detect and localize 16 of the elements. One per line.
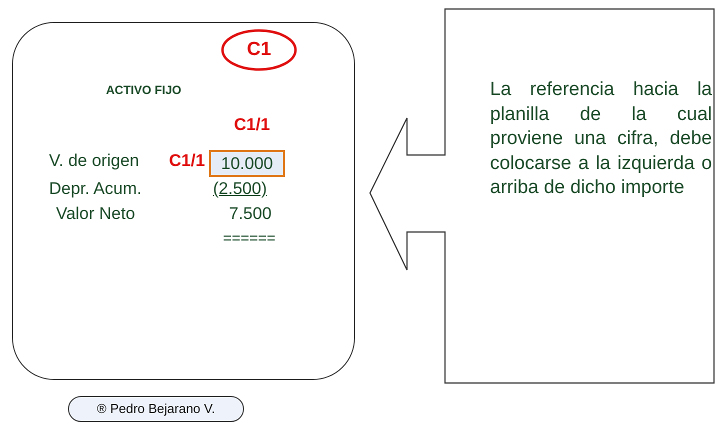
amount-text: 7.500 [229,204,272,224]
reference-code: C1/1 [169,151,205,171]
row-label: Depr. Acum. [49,179,142,199]
sheet-heading: ACTIVO FIJO [106,83,182,97]
highlighted-amount: 10.000 [209,150,285,177]
row-label: V. de origen [49,151,140,171]
worksheet-card [12,22,355,380]
row-label: Valor Neto [56,204,136,224]
reference-code: C1/1 [234,115,270,135]
amount-text: (2.500) [213,179,267,199]
callout-text: La referencia hacia la planilla de la cual proviene una cifra, debe colocarse a la izquierda o arriba de dicho importe [490,78,712,200]
reference-ellipse [221,29,297,71]
reference-code: C1 [246,38,272,62]
total-rule: ====== [223,229,276,249]
callout-note [368,8,716,384]
author-credit: ® Pedro Bejarano V. [68,396,244,422]
